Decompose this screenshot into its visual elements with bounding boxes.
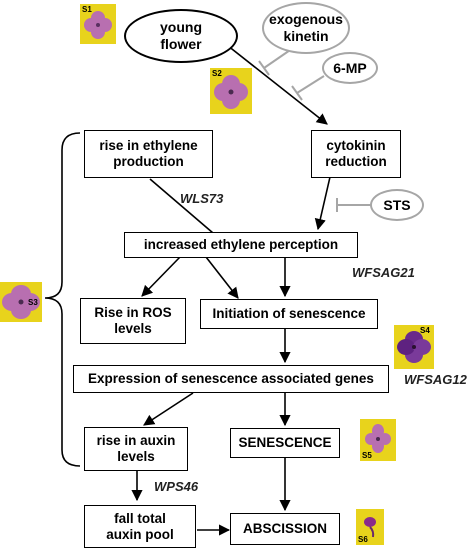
senescence-node: SENESCENCE [230, 428, 340, 458]
stage-s6-label: S6 [358, 535, 368, 544]
sts-label: STS [383, 196, 411, 213]
inhibit-6mp-bar [291, 85, 303, 101]
fall-auxin-node: fall total auxin pool [84, 505, 196, 548]
cytokinin-reduction-node: cytokinin reduction [311, 130, 401, 178]
exogenous-kinetin-label: exogenous kinetin [269, 11, 343, 44]
rise-ethylene-label: rise in ethylene production [99, 138, 198, 169]
inhibit-6mp [296, 75, 325, 94]
inhibit-kinetin-bar [258, 60, 270, 76]
expression-sag-node: Expression of senescence associated gene… [73, 365, 389, 393]
stage-s1-label: S1 [82, 5, 92, 14]
stage-s2-label: S2 [212, 69, 222, 78]
abscission-label: ABSCISSION [242, 521, 327, 536]
stage-s5-photo: S5 [360, 419, 396, 461]
gene-wps46: WPS46 [154, 479, 199, 494]
stage-s3-brace [44, 132, 81, 467]
young-flower-node: young flower [124, 9, 238, 63]
stage-s5-label: S5 [362, 451, 372, 460]
increased-ethylene-perception-label: increased ethylene perception [143, 237, 339, 252]
cytokinin-reduction-label: cytokinin reduction [325, 138, 387, 169]
stage-s4-photo: S4 [394, 325, 434, 369]
expression-sag-label: Expression of senescence associated gene… [88, 371, 374, 386]
edge-perception-to-initiation-a [205, 256, 239, 299]
young-flower-label: young flower [160, 19, 202, 52]
six-mp-label: 6-MP [333, 59, 367, 76]
exogenous-kinetin-node: exogenous kinetin [262, 2, 350, 54]
gene-wls73: WLS73 [180, 191, 224, 206]
initiation-senescence-node: Initiation of senescence [200, 299, 378, 329]
increased-ethylene-perception-node: increased ethylene perception [124, 232, 358, 258]
rise-auxin-label: rise in auxin levels [96, 433, 176, 464]
edge-expression-to-auxin [143, 392, 194, 426]
edge-rise-ethylene-to-perception [149, 178, 214, 234]
initiation-senescence-label: Initiation of senescence [212, 306, 366, 321]
rise-ros-label: Rise in ROS levels [94, 305, 172, 336]
senescence-label: SENESCENCE [238, 435, 332, 450]
gene-wfsag12: WFSAG12 [404, 372, 467, 387]
gene-wfsag21: WFSAG21 [352, 265, 415, 280]
stage-s3-label: S3 [28, 298, 38, 307]
stage-s3-photo: S3 [0, 282, 42, 322]
stage-s4-label: S4 [420, 326, 430, 335]
edge-flower-to-cytokinin [217, 37, 328, 125]
edge-cytokinin-to-perception [314, 176, 331, 231]
rise-ethylene-node: rise in ethylene production [84, 130, 213, 178]
stage-s6-photo: S6 [356, 509, 384, 545]
abscission-node: ABSCISSION [230, 513, 340, 545]
edge-perception-to-ros [141, 256, 181, 297]
six-mp-node: 6-MP [322, 52, 378, 84]
rise-ros-node: Rise in ROS levels [80, 298, 186, 344]
rise-auxin-node: rise in auxin levels [84, 427, 188, 471]
stage-s1-photo: S1 [80, 4, 116, 44]
stage-s2-photo: S2 [210, 68, 252, 114]
sts-node: STS [370, 189, 424, 221]
fall-auxin-label: fall total auxin pool [106, 510, 174, 542]
